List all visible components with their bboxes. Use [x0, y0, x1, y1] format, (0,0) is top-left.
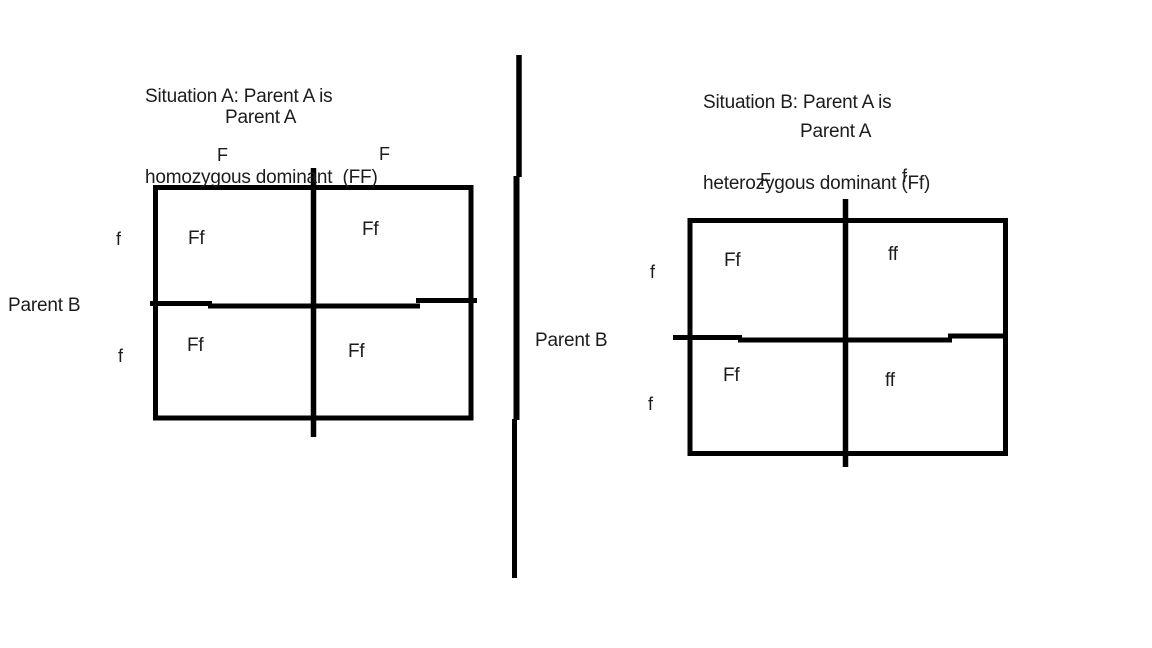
situation-a-cell-bottom-left: Ff	[187, 335, 204, 356]
situation-b-cell-top-right: ff	[888, 244, 898, 265]
situation-b-parent-b-label: Parent B	[535, 330, 608, 351]
situation-b-title-line1: Situation B: Parent A is	[703, 92, 892, 113]
situation-b-col-header-2: f	[902, 166, 907, 186]
punnett-grid-a	[150, 168, 477, 437]
situation-a-row-header-2: f	[118, 346, 123, 366]
situation-a-col-header-2: F	[379, 144, 390, 164]
grid-a-row-divider	[150, 298, 477, 309]
situation-a-title-line1: Situation A: Parent A is	[145, 86, 333, 107]
situation-b-title: Situation B: Parent A is heterozygous do…	[703, 35, 930, 251]
situation-a-cell-bottom-right: Ff	[348, 341, 365, 362]
situation-a-parent-b-label: Parent B	[8, 295, 81, 316]
situation-b-cell-bottom-right: ff	[885, 370, 895, 391]
situation-b-parent-a-label: Parent A	[800, 121, 872, 142]
situation-a-title-line2: homozygous dominant (FF)	[145, 167, 378, 188]
situation-a-parent-a-label: Parent A	[225, 107, 297, 128]
grid-b-row-divider	[673, 333, 1008, 343]
situation-b-row-header-1: f	[650, 262, 655, 282]
situation-b-col-header-1: F	[760, 170, 771, 190]
punnett-grid-b	[673, 199, 1008, 467]
situation-a-cell-top-right: Ff	[362, 219, 379, 240]
situation-b-title-line2: heterozygous dominant (Ff)	[703, 173, 931, 194]
situation-b-cell-top-left: Ff	[724, 250, 741, 271]
situation-b-cell-bottom-left: Ff	[723, 365, 740, 386]
center-divider-line	[512, 55, 522, 578]
situation-b-row-header-2: f	[648, 394, 653, 414]
situation-a-col-header-1: F	[217, 145, 228, 165]
situation-a-row-header-1: f	[116, 229, 121, 249]
situation-a-title: Situation A: Parent A is homozygous domi…	[145, 29, 378, 245]
situation-a-cell-top-left: Ff	[188, 228, 205, 249]
